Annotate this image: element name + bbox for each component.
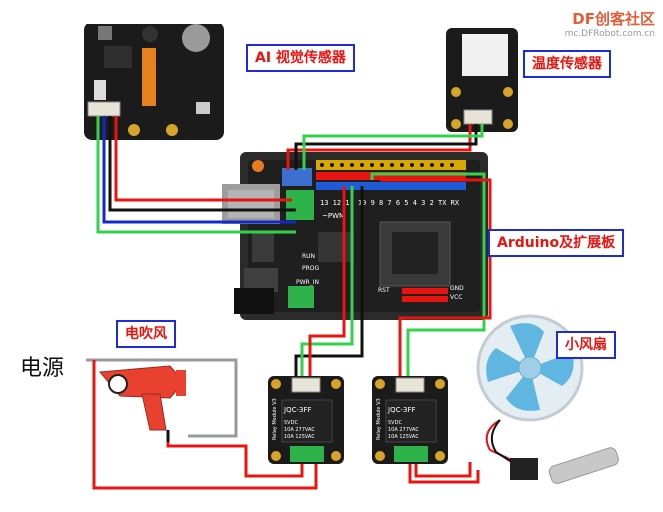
gnd-label: GND <box>450 285 464 292</box>
relay1-spec-3: 10A 125VAC <box>284 434 315 440</box>
wire-ai-blue <box>102 116 296 224</box>
wire-temp-green <box>302 124 484 170</box>
relay-module-1: JQC-3FF 5VDC 10A 277VAC 10A 125VAC Relay… <box>268 376 344 464</box>
wire-relay2-green <box>370 172 486 376</box>
wire-relay2-red <box>380 178 492 376</box>
wire-relay1-green <box>300 186 354 376</box>
temperature-sensor <box>446 28 518 132</box>
relay1-side-text: Relay Module V3 <box>272 398 278 440</box>
prog-label: PROG <box>302 265 320 272</box>
relay2-side-text: Relay Module V3 <box>376 398 382 440</box>
temp-sensor-label: 温度传感器 <box>523 50 611 78</box>
relay2-spec-1: 5VDC <box>388 420 402 426</box>
wire-ai-red <box>114 116 292 202</box>
relay-module-2: JQC-3FF 5VDC 10A 277VAC 10A 125VAC Relay… <box>372 376 448 464</box>
relay1-model: JQC-3FF <box>283 406 312 414</box>
wire-ai-green <box>96 116 296 234</box>
run-label: RUN <box>302 253 315 260</box>
arduino-label: Arduino及扩展板 <box>488 229 625 257</box>
wires <box>86 116 492 490</box>
wire-ai-black <box>108 116 296 212</box>
small-fan-label: 小风扇 <box>556 331 616 359</box>
hair-dryer-icon <box>99 365 186 431</box>
relay1-spec-2: 10A 277VAC <box>284 427 315 433</box>
watermark-url: mc.DFRobot.com.cn <box>564 29 655 39</box>
wire-power-red <box>92 360 318 490</box>
watermark: DF创客社区 mc.DFRobot.com.cn <box>565 8 655 39</box>
hair-dryer-label: 电吹风 <box>116 320 176 348</box>
relay1-spec-1: 5VDC <box>284 420 298 426</box>
pin-header-label: 13 12 11 10 9 8 7 6 5 4 3 2 TX RX <box>320 199 460 207</box>
wire-temp-black <box>294 124 478 170</box>
ai-vision-sensor <box>84 20 224 140</box>
vcc-label: VCC <box>450 294 462 301</box>
watermark-title: DF创客社区 <box>572 10 655 28</box>
wire-relay1-black <box>294 186 364 376</box>
wire-fan-red <box>408 462 480 484</box>
relay2-model: JQC-3FF <box>387 406 416 414</box>
pwm-label: ~PWM <box>322 212 345 220</box>
wire-relay1-red <box>308 186 346 376</box>
power-label: 电源 <box>20 356 65 381</box>
arduino-board: 13 12 11 10 9 8 7 6 5 4 3 2 TX RX ~PWM G… <box>222 152 488 320</box>
rst-label: RST <box>378 287 390 294</box>
relay2-spec-3: 10A 125VAC <box>388 434 419 440</box>
wire-fan-red2 <box>414 462 472 478</box>
ai-sensor-label: AI 视觉传感器 <box>246 44 355 72</box>
relay2-spec-2: 10A 277VAC <box>388 427 419 433</box>
pwr-in-label: PWR_IN <box>296 279 319 286</box>
wire-dryer-red <box>166 430 304 478</box>
wire-power-gray <box>86 358 238 438</box>
